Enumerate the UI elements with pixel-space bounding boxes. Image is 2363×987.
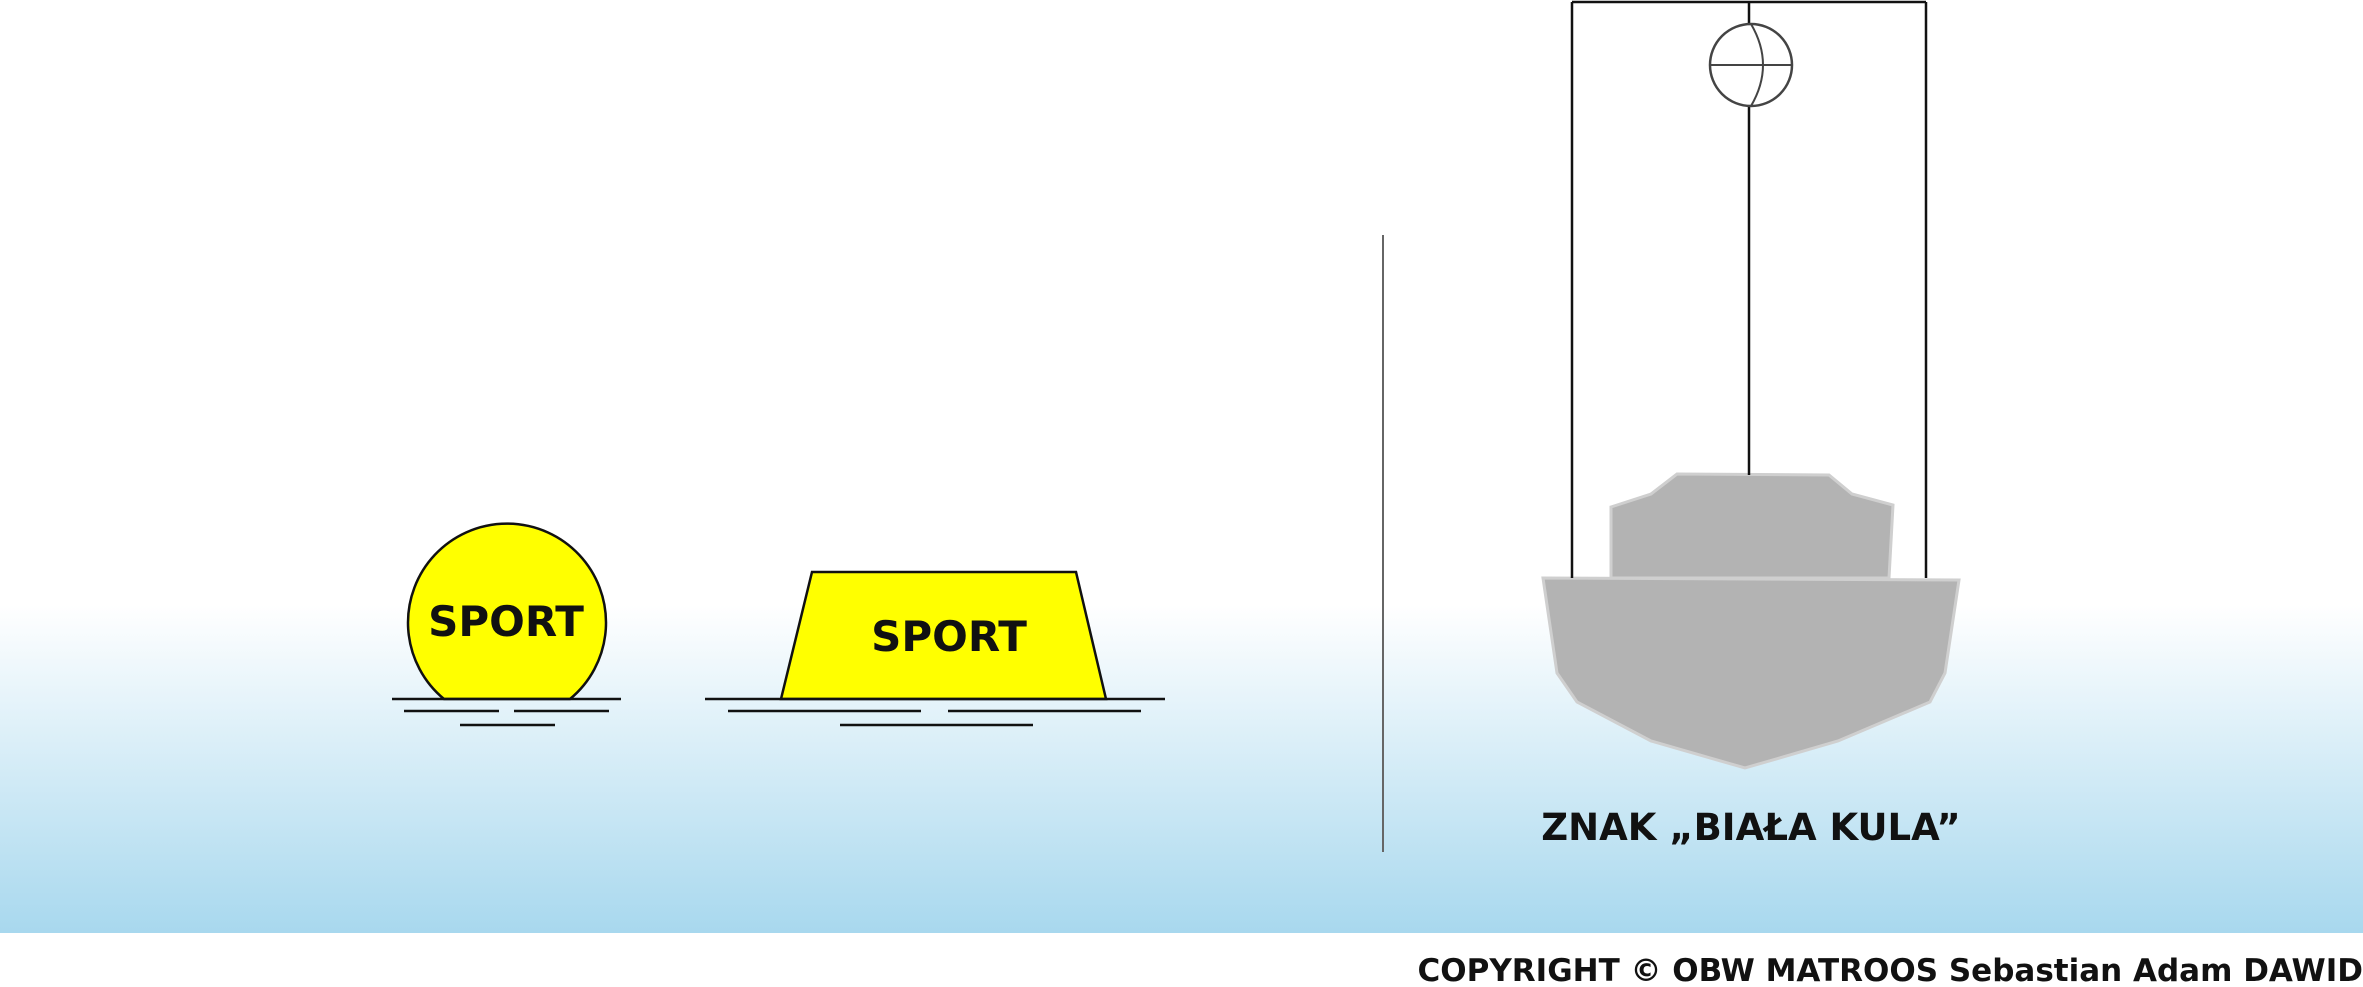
- sphere-buoy-waterline: [392, 697, 621, 727]
- conical-buoy-label: SPORT: [871, 612, 1027, 661]
- ship: [1541, 472, 1961, 770]
- ship-hull: [1541, 576, 1961, 770]
- copyright-notice: COPYRIGHT © OBW MATROOS Sebastian Adam D…: [1417, 953, 2363, 987]
- sphere-buoy: SPORT: [406, 522, 608, 701]
- water-background: [0, 605, 2363, 933]
- conical-buoy: SPORT: [779, 570, 1108, 701]
- ship-superstructure: [1609, 472, 1895, 580]
- white-ball: [1708, 22, 1794, 108]
- conical-buoy-waterline: [705, 697, 1165, 727]
- sign-caption: ZNAK „BIAŁA KULA”: [1541, 806, 1960, 849]
- sphere-buoy-label: SPORT: [428, 597, 584, 646]
